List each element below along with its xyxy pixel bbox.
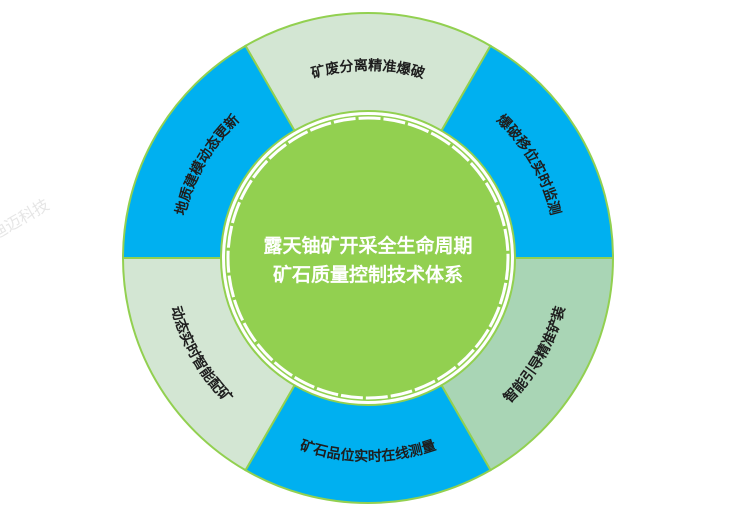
center-circle-fill: [225, 115, 511, 401]
center-title-line2: 矿石质量控制技术体系: [273, 263, 463, 286]
watermark: 迪迈科技: [0, 195, 52, 243]
center-circle-dashed-outline: [226, 116, 510, 400]
ring-segment: [121, 44, 296, 259]
center-title-line1: 露天铀矿开采全生命周期: [263, 234, 472, 257]
center-circle: 露天铀矿开采全生命周期 矿石质量控制技术体系: [225, 115, 511, 401]
outer-ring: 矿废分离精准爆破爆破移位实时监测智能引导精准铲装矿石品位实时在线测量动态实时智能…: [121, 12, 615, 504]
